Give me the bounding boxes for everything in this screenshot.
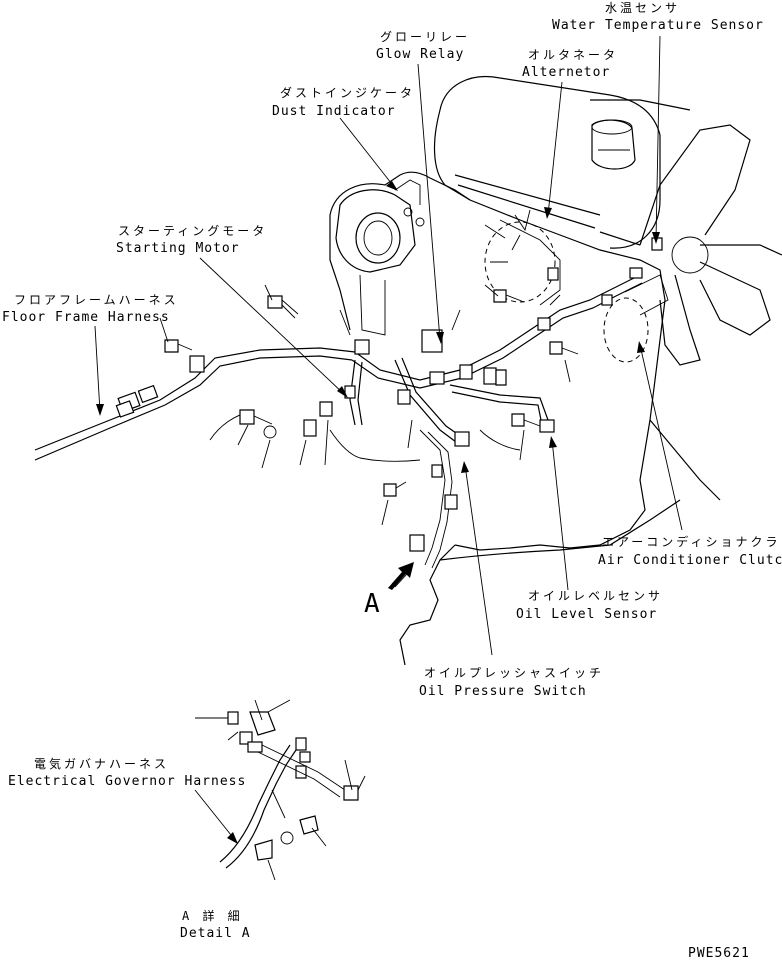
label-alternator: オルタネータ Alternetor — [522, 48, 618, 80]
ac-clutch-label-en: Air Conditioner Clutch — [598, 553, 782, 568]
starting-motor-label-en: Starting Motor — [116, 241, 240, 256]
label-glow-relay: グローリレー Glow Relay — [376, 30, 470, 62]
dust-indicator-label-jp: ダストインジケータ — [280, 85, 415, 100]
view-arrow — [388, 562, 414, 590]
bolts — [164, 289, 579, 497]
detail-label-en: Detail A — [180, 926, 251, 941]
label-ac-clutch: エアーコンディショナクラッチ Air Conditioner Clutch — [598, 534, 782, 568]
ac-clutch-body — [603, 274, 669, 363]
label-dust-indicator: ダストインジケータ Dust Indicator — [272, 85, 415, 119]
detail-label-jp: A 詳 細 — [182, 908, 243, 923]
label-oil-pressure: オイルプレッシャスイッチ Oil Pressure Switch — [419, 666, 604, 699]
detail-a-drawing — [195, 699, 366, 881]
part-ticks — [159, 224, 571, 526]
glow-relay-label-jp: グローリレー — [380, 30, 470, 44]
turbo-housing — [335, 179, 425, 336]
starting-motor-label-jp: スターティングモータ — [118, 224, 267, 238]
ac-clutch-label-jp: エアーコンディショナクラッチ — [602, 534, 782, 549]
water-temp-label-en: Water Temperature Sensor — [552, 18, 764, 33]
oil-level-label-en: Oil Level Sensor — [516, 607, 657, 622]
air-cleaner — [433, 76, 661, 249]
harness-connectors — [115, 237, 663, 552]
water-temp-label-jp: 水温センサ — [605, 1, 680, 15]
view-marker-label: A — [364, 589, 380, 619]
oil-pressure-label-jp: オイルプレッシャスイッチ — [424, 666, 604, 680]
alternator-label-en: Alternetor — [522, 65, 610, 80]
gov-harness-label-en: Electrical Governor Harness — [8, 774, 246, 789]
glow-relay-label-en: Glow Relay — [376, 47, 464, 62]
floor-harness-label-jp: フロアフレームハーネス — [14, 293, 179, 307]
cooling-fan — [590, 99, 782, 366]
engine-block — [209, 171, 721, 666]
label-oil-level: オイルレベルセンサ Oil Level Sensor — [516, 589, 663, 622]
gov-harness-label-jp: 電気ガバナハーネス — [34, 756, 169, 771]
leader-arrowheads — [96, 181, 660, 844]
floor-harness-label-en: Floor Frame Harness — [2, 310, 170, 325]
leader-lines — [94, 35, 683, 841]
label-water-temp: 水温センサ Water Temperature Sensor — [552, 1, 764, 33]
label-gov-harness: 電気ガバナハーネス Electrical Governor Harness — [8, 756, 246, 789]
label-floor-harness: フロアフレームハーネス Floor Frame Harness — [2, 293, 179, 325]
oil-pressure-label-en: Oil Pressure Switch — [419, 684, 587, 699]
alternator-body — [484, 209, 561, 306]
label-starting-motor: スターティングモータ Starting Motor — [116, 224, 267, 256]
main-harness — [34, 274, 643, 569]
alternator-label-jp: オルタネータ — [528, 48, 618, 62]
oil-level-label-jp: オイルレベルセンサ — [528, 589, 663, 603]
label-detail-a: A 詳 細 Detail A — [180, 908, 251, 941]
drawing-code: PWE5621 — [688, 946, 750, 961]
dust-indicator-label-en: Dust Indicator — [272, 104, 396, 119]
